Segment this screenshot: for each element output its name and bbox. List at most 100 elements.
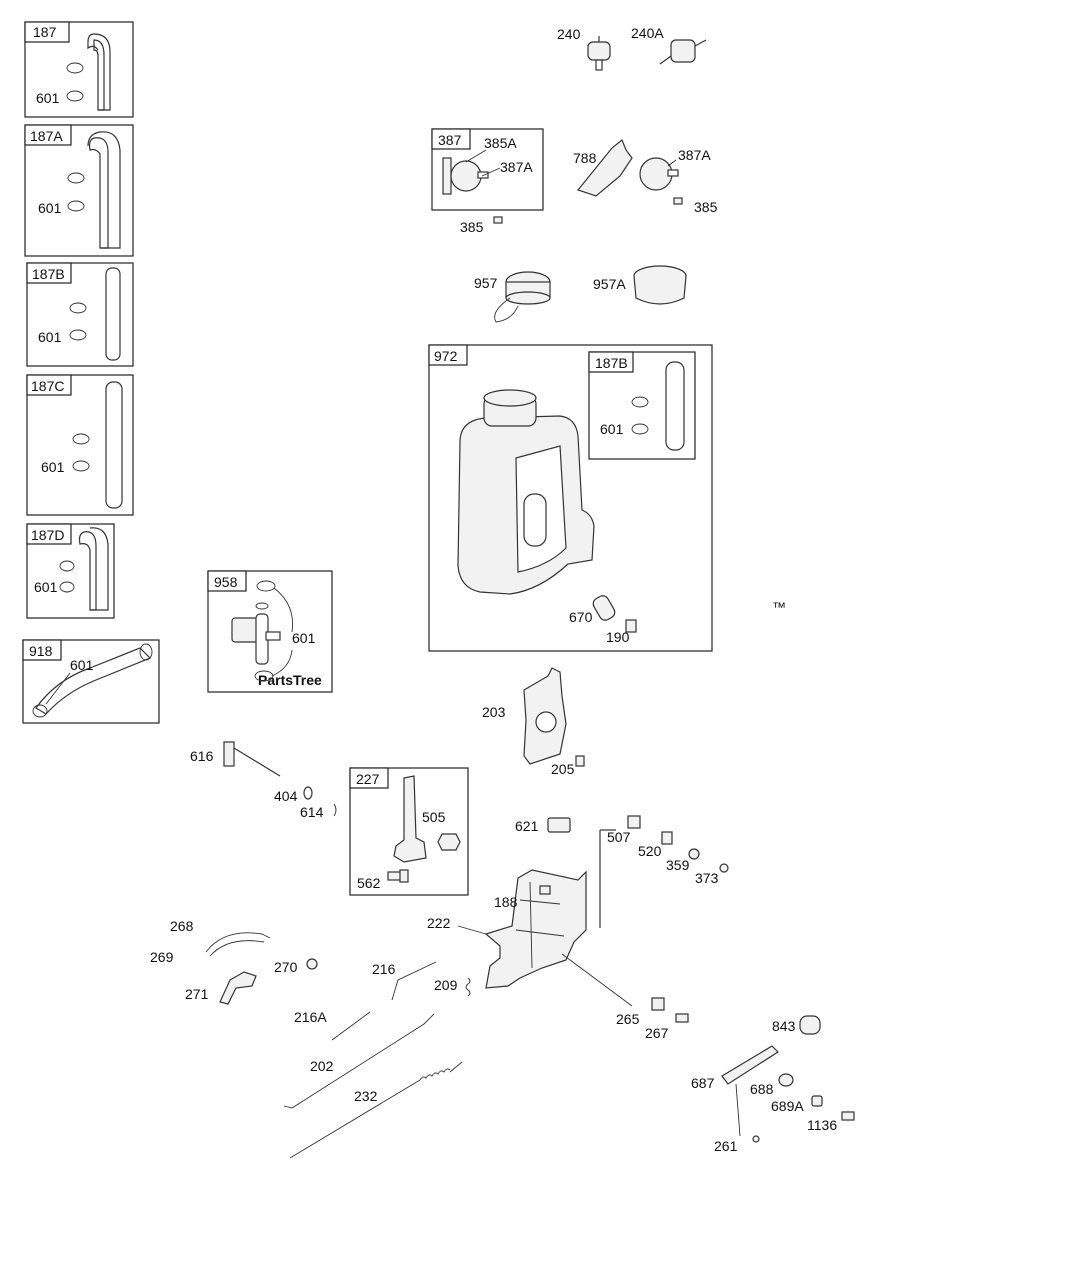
clamp-icon: [139, 643, 153, 661]
pin-261: 261: [714, 1135, 760, 1154]
nut-270: 270: [274, 958, 318, 975]
label-1136: 1136: [807, 1117, 837, 1133]
label-689a: 689A: [771, 1098, 804, 1114]
bracket-203: 203: [482, 667, 567, 765]
label-507: 507: [607, 829, 631, 845]
box-958-label: 958: [214, 574, 238, 590]
clamp-icon: [59, 581, 75, 593]
label-205: 205: [551, 761, 575, 777]
label-203: 203: [482, 704, 506, 720]
label-688: 688: [750, 1081, 774, 1097]
label-601: 601: [38, 200, 62, 216]
box-187-label: 187: [33, 24, 57, 40]
box-187a-label: 187A: [30, 128, 63, 144]
label-261: 261: [714, 1138, 738, 1154]
screw-205: 205: [551, 755, 585, 777]
label-670: 670: [569, 609, 593, 625]
fuel-line-bent-918: [35, 647, 152, 715]
label-216: 216: [372, 961, 396, 977]
part-621: 621: [515, 817, 571, 834]
screw-267: 267: [645, 1013, 689, 1041]
label-190: 190: [606, 629, 630, 645]
clip-520: 520: [638, 831, 673, 859]
bolt-507: 507: [607, 815, 641, 845]
clamp-icon: [256, 580, 276, 592]
label-232: 232: [354, 1088, 378, 1104]
label-601: 601: [36, 90, 60, 106]
label-387a: 387A: [500, 159, 533, 175]
label-216a: 216A: [294, 1009, 327, 1025]
screw-385-b: 385: [673, 197, 718, 215]
link-202: 202: [283, 1013, 435, 1109]
washer-404: 404: [274, 786, 313, 804]
box-187d-label: 187D: [31, 527, 64, 543]
label-202: 202: [310, 1058, 334, 1074]
label-359: 359: [666, 857, 690, 873]
governor-shaft-616: 616: [190, 741, 281, 777]
clamp-icon: [69, 302, 87, 314]
lever-687: 687: [691, 1045, 779, 1137]
label-240a: 240A: [631, 25, 664, 41]
knob-843: 843: [772, 1015, 821, 1035]
box-187b-tank-label: 187B: [595, 355, 628, 371]
label-601: 601: [70, 657, 94, 673]
clamp-icon: [69, 329, 87, 341]
label-270: 270: [274, 959, 298, 975]
label-222: 222: [427, 915, 451, 931]
fuel-line-straight-187c: [105, 381, 123, 509]
label-601: 601: [41, 459, 65, 475]
label-601: 601: [292, 630, 316, 646]
box-387-label: 387: [438, 132, 462, 148]
fuel-pump-icon: [450, 160, 482, 192]
label-373: 373: [695, 870, 719, 886]
clamp-icon: [72, 460, 90, 472]
fuel-filter-240: 240: [557, 26, 611, 71]
label-957a: 957A: [593, 276, 626, 292]
label-601: 601: [34, 579, 58, 595]
box-187d: 187D 601: [26, 523, 115, 619]
box-187c-label: 187C: [31, 378, 64, 394]
fuel-filter-240a: 240A: [631, 25, 707, 65]
pump-bracket-788: 788: [573, 139, 633, 197]
pump-bracket: [442, 157, 452, 195]
nut-359: 359: [666, 848, 700, 873]
box-187a: 187A 601: [24, 124, 134, 257]
label-385: 385: [460, 219, 484, 235]
label-505: 505: [422, 809, 446, 825]
label-621: 621: [515, 818, 539, 834]
link-216: 216: [372, 961, 437, 1001]
fuel-cap-957: 957: [474, 271, 551, 323]
label-209: 209: [434, 977, 458, 993]
fuel-cap-957a: 957A: [593, 265, 687, 305]
box-187b-label: 187B: [32, 266, 65, 282]
spring-209: 209: [434, 977, 471, 997]
screw-385-a: 385: [460, 216, 503, 235]
label-268: 268: [170, 918, 194, 934]
lever-271: 271: [185, 971, 257, 1005]
label-614: 614: [300, 804, 324, 820]
fuel-line-elbow-187d: [78, 531, 97, 611]
clamp-icon: [59, 560, 75, 572]
box-187b: 187B 601: [26, 262, 134, 367]
fuel-line-straight-tank: [665, 361, 685, 451]
clamp-icon: [72, 433, 90, 445]
box-958: 958 601: [207, 570, 333, 693]
label-520: 520: [638, 843, 662, 859]
box-227-label: 227: [356, 771, 380, 787]
link-216a: 216A: [294, 1009, 371, 1041]
label-788: 788: [573, 150, 597, 166]
box-227: 227 505 562: [349, 767, 469, 896]
fuel-line-elbow-187a: [88, 137, 109, 249]
fuel-pump-387a: 387A: [639, 147, 711, 191]
clip-614: 614: [300, 803, 337, 820]
label-269: 269: [150, 949, 174, 965]
label-616: 616: [190, 748, 214, 764]
label-385-2: 385: [694, 199, 718, 215]
nut-689a: 689A: [771, 1095, 823, 1114]
clamp-icon: [631, 396, 649, 408]
label-687: 687: [691, 1075, 715, 1091]
watermark-trademark: ™: [772, 599, 786, 615]
label-601: 601: [38, 329, 62, 345]
label-387a-2: 387A: [678, 147, 711, 163]
